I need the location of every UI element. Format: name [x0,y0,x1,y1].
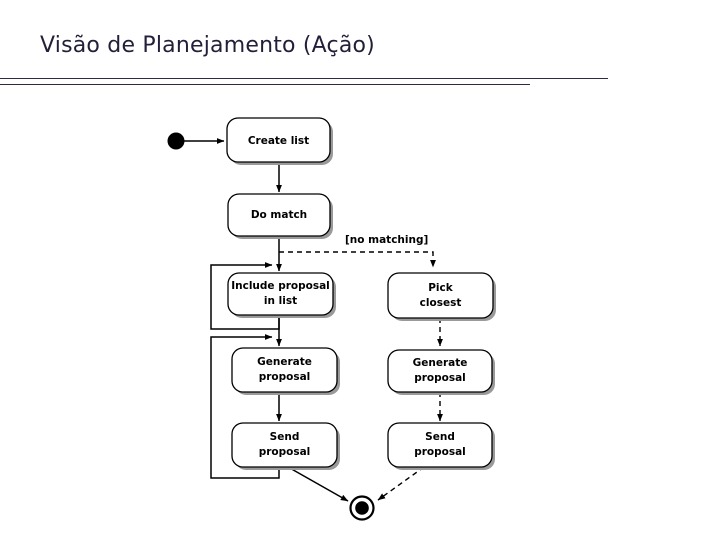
state-node-send-proposal-left[interactable]: Send proposal [231,422,340,470]
state-label-send-right-line1: Send [425,431,455,443]
state-node-pick-closest[interactable]: Pick closest [387,272,496,321]
edge-send-left-to-final [287,466,349,502]
state-label-include-proposal-line1: Include proposal [231,280,330,292]
edge-loop-generate-left [210,334,280,479]
state-label-pick-closest-line2: closest [420,297,462,309]
final-state-node[interactable] [349,495,375,521]
page-title: Visão de Planejamento (Ação) [40,33,375,58]
state-label-generate-right-line2: proposal [414,372,466,384]
state-label-create-list: Create list [248,135,309,147]
state-node-include-proposal[interactable]: Include proposal in list [227,272,336,318]
state-node-do-match[interactable]: Do match [227,193,333,239]
title-divider-upper [0,78,608,79]
state-label-do-match: Do match [251,209,307,221]
state-label-send-left-line2: proposal [259,446,311,458]
state-label-send-right-line2: proposal [414,446,466,458]
state-node-send-proposal-right[interactable]: Send proposal [387,422,495,470]
state-label-pick-closest-line1: Pick [428,282,454,294]
state-node-generate-proposal-left[interactable]: Generate proposal [231,347,340,395]
state-label-include-proposal-line2: in list [264,295,297,307]
title-divider-lower [0,84,530,85]
state-node-generate-proposal-right[interactable]: Generate proposal [387,349,495,395]
state-node-create-list[interactable]: Create list [226,117,333,165]
state-label-generate-left-line1: Generate [257,356,312,368]
edge-send-right-to-final [377,466,425,501]
edge-loop-include-proposal [210,262,280,330]
state-label-generate-left-line2: proposal [259,371,311,383]
activity-diagram: [no matching] Create list Do match [0,92,720,540]
state-label-generate-right-line1: Generate [413,357,468,369]
initial-state-node[interactable] [167,132,185,150]
guard-label-no-matching: [no matching] [345,234,428,246]
state-label-send-left-line1: Send [270,431,300,443]
edge-do-match-to-pick-closest [279,251,436,268]
